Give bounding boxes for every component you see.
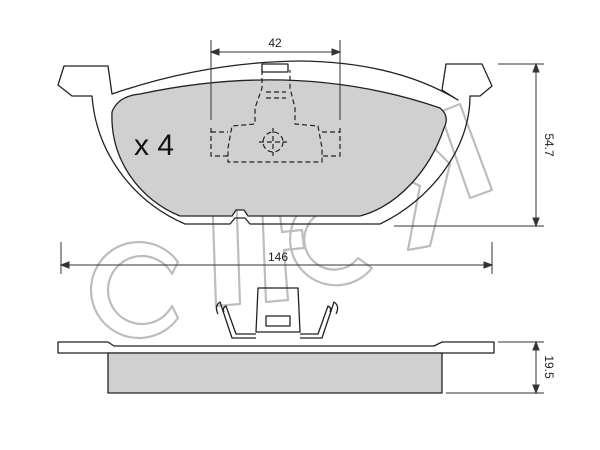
backing-plate-outline — [57, 60, 493, 225]
dimension-pad-height: 54.7 — [394, 62, 556, 228]
pad-thickness-value: 19.5 — [542, 355, 556, 379]
dimension-pad-width: 146 — [59, 242, 494, 274]
wear-indicator-hidden-lines — [210, 70, 341, 163]
spring-clip — [255, 287, 301, 333]
friction-material-side — [107, 352, 443, 394]
backing-plate-side — [57, 341, 495, 354]
dimension-hole-spacing: 42 — [209, 36, 342, 120]
pad-width-value: 146 — [268, 250, 288, 264]
friction-material — [111, 79, 447, 217]
pad-height-value: 54.7 — [542, 133, 556, 157]
wear-clip-tab — [261, 63, 289, 73]
dimension-pad-thickness: 19.5 — [446, 340, 556, 395]
pad-side-view — [57, 287, 495, 394]
hole-spacing-value: 42 — [268, 36, 282, 50]
quantity-label: x 4 — [134, 129, 174, 162]
pad-top-view — [57, 60, 493, 225]
